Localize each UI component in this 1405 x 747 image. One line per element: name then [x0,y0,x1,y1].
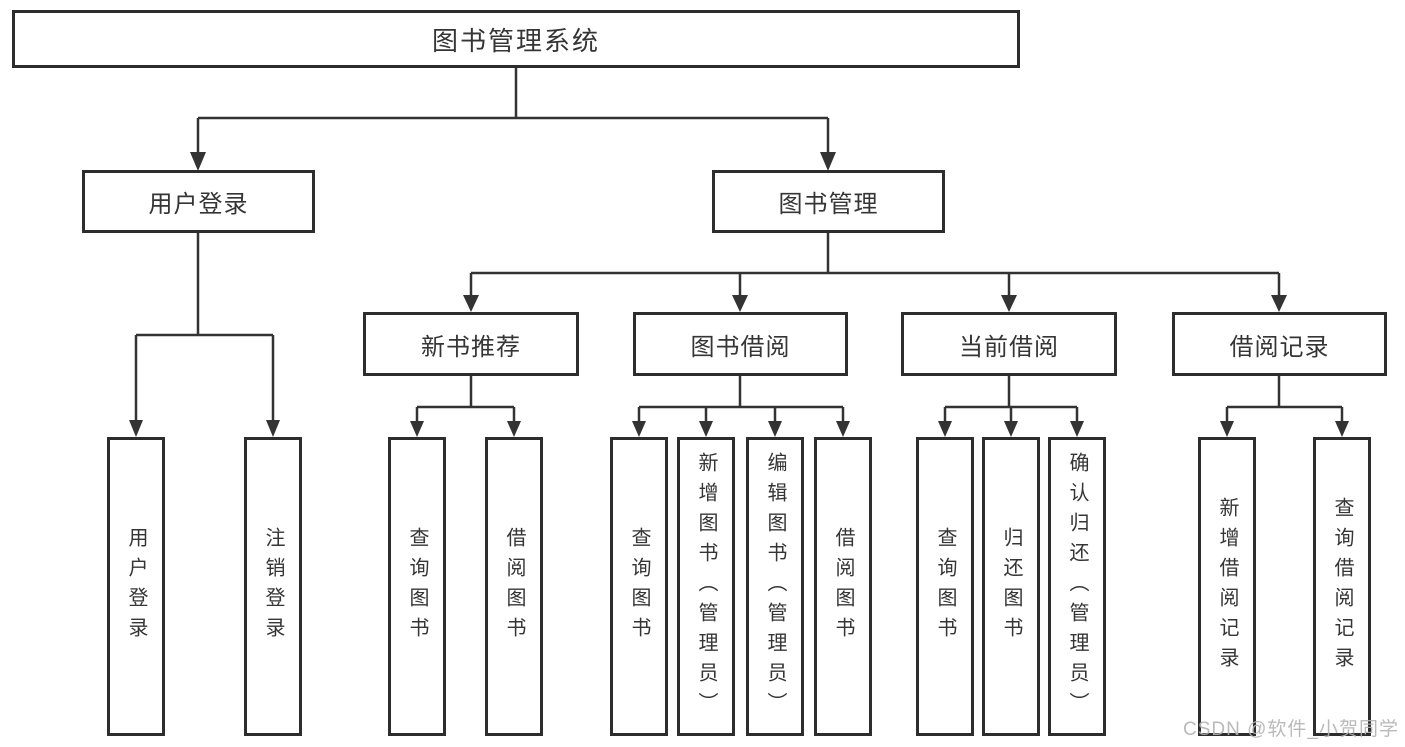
arrowheads-user-login-leaves [129,420,280,437]
node-label: 借阅图书 [832,526,854,647]
leaf-query-books-current: 查询图书 [916,437,974,736]
node-label: 用户登录 [125,526,147,647]
leaf-query-borrow-record: 查询借阅记录 [1313,437,1371,736]
leaf-query-books-recommend: 查询图书 [388,437,446,736]
node-label: 查询借阅记录 [1331,496,1353,677]
node-label: 图书管理系统 [431,25,600,56]
node-label: 图书借阅 [690,333,791,361]
node-book-management: 图书管理 [712,170,945,233]
node-label: 图书管理 [778,191,879,218]
leaf-borrow-books: 借阅图书 [814,437,872,736]
connector-book-management-branch [469,233,1281,297]
connector-user-login-branch [134,233,275,423]
leaf-add-book-admin: 新增图书（管理员） [677,437,735,736]
node-new-book-recommend: 新书推荐 [363,312,579,376]
node-label: 新书推荐 [421,333,521,361]
leaf-query-books-borrow: 查询图书 [610,437,668,736]
connector-new-book-branch [415,376,516,423]
leaf-confirm-return-admin: 确认归还（管理员） [1048,437,1106,736]
node-current-borrowing: 当前借阅 [901,312,1117,376]
node-label: 新增借阅记录 [1216,496,1238,677]
arrowheads-level2 [190,152,836,171]
node-label: 注销登录 [262,526,284,647]
node-label: 确认归还（管理员） [1066,451,1088,722]
leaf-edit-book-admin: 编辑图书（管理员） [746,437,804,736]
node-label: 借阅记录 [1229,333,1330,361]
node-library-management-system: 图书管理系统 [12,10,1020,68]
leaf-logout: 注销登录 [244,437,302,736]
arrowheads-leaf-row [410,421,1349,437]
connector-current-borrow-branch [943,376,1079,423]
node-label: 当前借阅 [959,333,1059,361]
node-label: 用户登录 [148,191,249,218]
connector-root-to-level2 [196,68,830,156]
node-label: 归还图书 [1000,526,1022,647]
node-label: 查询图书 [406,526,428,647]
node-label: 查询图书 [934,526,956,647]
leaf-add-borrow-record: 新增借阅记录 [1198,437,1256,736]
node-label: 新增图书（管理员） [695,451,717,722]
leaf-user-login: 用户登录 [107,437,165,736]
arrowheads-level3 [463,295,1287,312]
connector-book-borrow-branch [637,376,845,423]
node-user-login: 用户登录 [82,170,315,233]
connector-borrow-records-branch [1225,376,1344,423]
node-borrowing-records: 借阅记录 [1172,312,1387,376]
node-book-borrowing: 图书借阅 [633,312,848,376]
node-label: 编辑图书（管理员） [764,451,786,722]
leaf-borrow-books-recommend: 借阅图书 [485,437,543,736]
csdn-watermark: CSDN @软件_小贺同学 [1183,719,1399,740]
leaf-return-book: 归还图书 [982,437,1040,736]
node-label: 借阅图书 [503,526,525,647]
node-label: 查询图书 [628,526,650,647]
